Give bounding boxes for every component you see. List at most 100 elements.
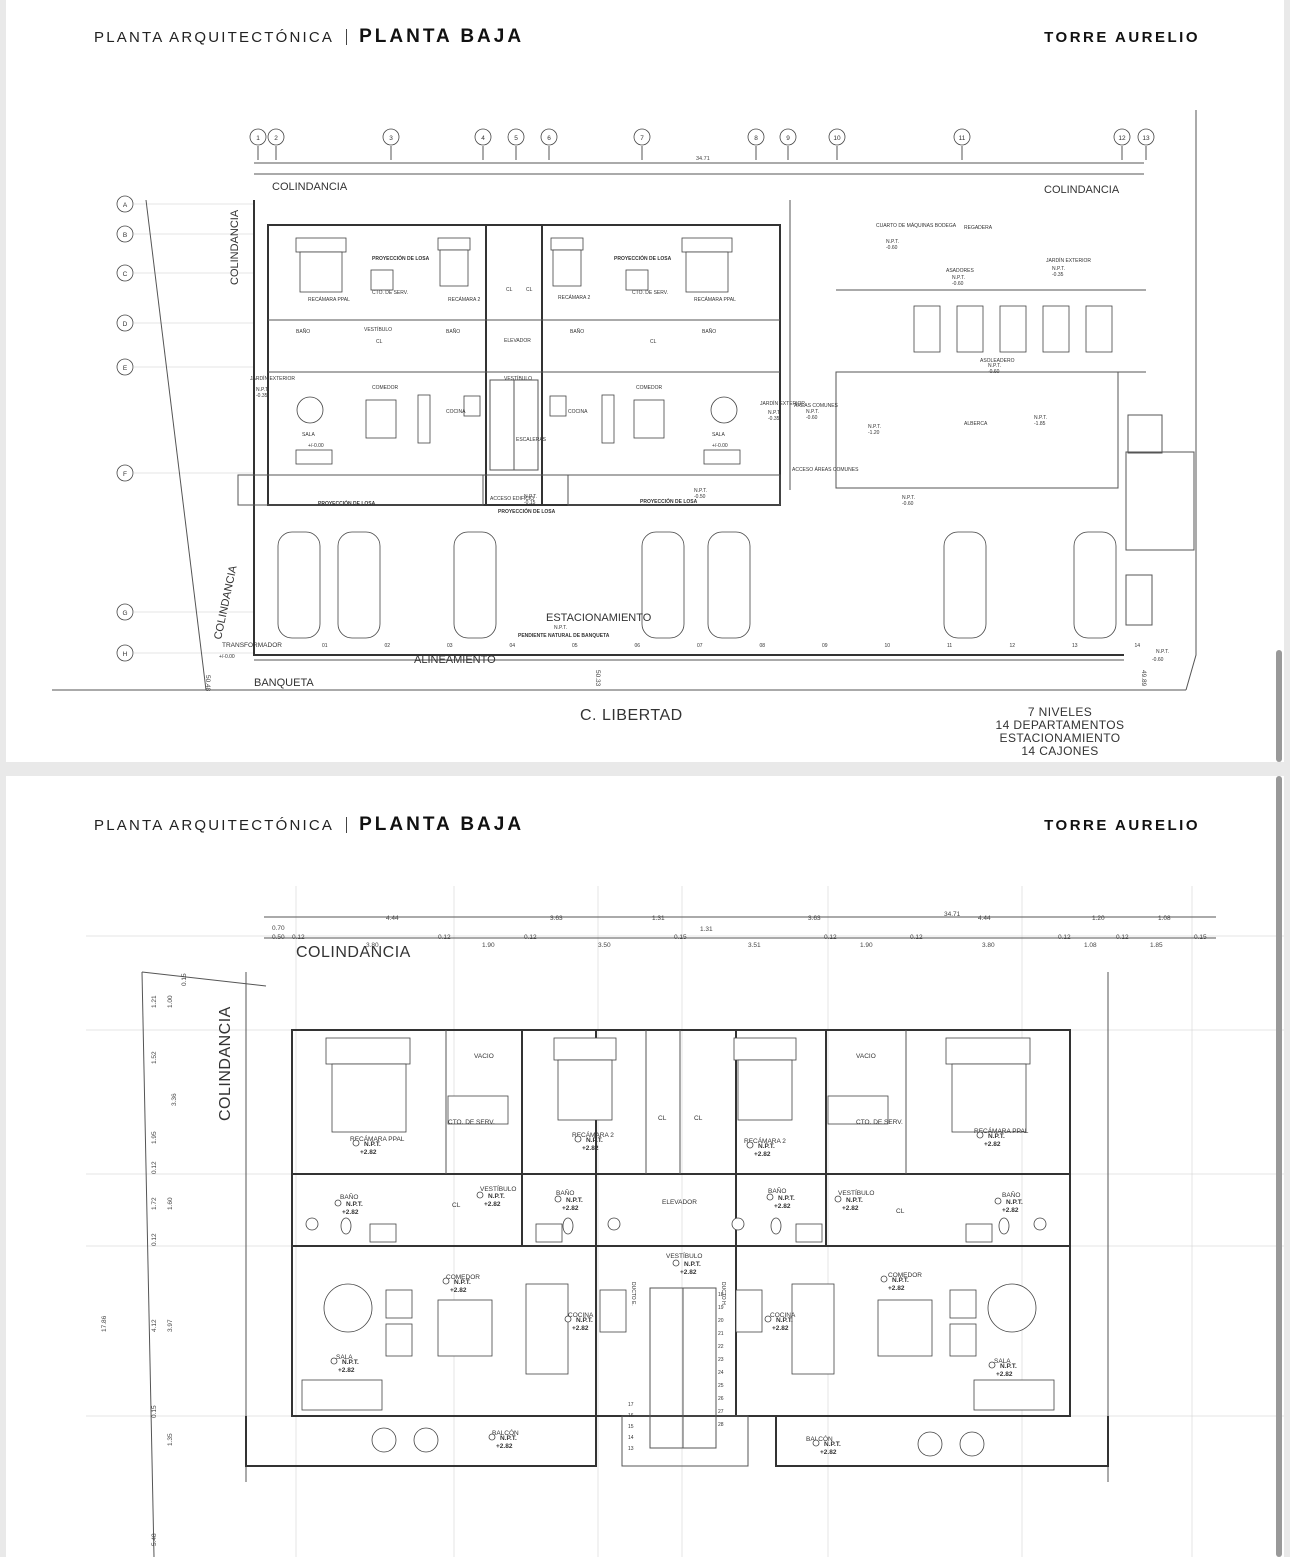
room-balcon-left: BALCÓN — [492, 1428, 519, 1437]
dim-top: 1.08 — [1158, 915, 1171, 922]
npt-jardin-left: N.P.T. — [256, 387, 269, 393]
room-regadera: REGADERA — [964, 225, 993, 231]
summary-spaces: 14 CAJONES — [1021, 744, 1098, 758]
npt-label: N.P.T. — [342, 1359, 359, 1366]
dim-left: 17.86 — [101, 1315, 108, 1332]
room-elevador: ELEVADOR — [504, 338, 531, 344]
parking-number: 11 — [947, 643, 952, 649]
label-colindancia-top-left: COLINDANCIA — [272, 181, 348, 193]
axis-row-label: D — [123, 321, 128, 328]
room-proyeccion-losa-right: PROYECCIÓN DE LOSA — [614, 254, 672, 262]
parking-number: 08 — [760, 643, 766, 649]
room-cocina-right: COCINA — [770, 1312, 796, 1319]
room-bano-1: BAÑO — [340, 1192, 358, 1201]
npt-symbol — [994, 1197, 1002, 1205]
stair-step: 15 — [628, 1424, 634, 1430]
level-jardin-left: -0.35 — [256, 393, 268, 399]
level-value: +2.82 — [996, 1371, 1013, 1378]
dim-sub: 0.12 — [292, 934, 305, 941]
axis-col-5: 5 — [507, 128, 525, 160]
room-vestibulo-left: VESTÍBULO — [480, 1184, 516, 1193]
label-colindancia-lower-left: COLINDANCIA — [212, 564, 240, 641]
room-sala-right: SALA — [712, 432, 725, 438]
level-value: +2.82 — [820, 1449, 837, 1456]
plan-sheet-detail: PLANTA ARQUITECTÓNICA PLANTA BAJA TORRE … — [6, 776, 1284, 1557]
parking-number: 14 — [1135, 643, 1141, 649]
npt-jardin-right: N.P.T. — [768, 410, 781, 416]
level-transformador: +/-0.00 — [219, 654, 235, 660]
label-proyeccion-losa-center: PROYECCIÓN DE LOSA — [498, 507, 556, 515]
summary-parking: ESTACIONAMIENTO — [1000, 731, 1121, 745]
dim-left: 1.60 — [167, 1197, 174, 1210]
room-cl-2: CL — [694, 1115, 703, 1122]
axis-row-label: A — [123, 202, 128, 209]
npt-areas: N.P.T. — [806, 409, 819, 415]
level-value: +2.82 — [888, 1285, 905, 1292]
room-bano-2: BAÑO — [446, 328, 460, 335]
dim-sub: 0.12 — [824, 934, 837, 941]
npt-lower-right: N.P.T. — [694, 488, 707, 494]
axis-col-label: 5 — [514, 135, 518, 142]
dim-top: 4.44 — [978, 915, 991, 922]
dim-sub: 1.08 — [1084, 942, 1097, 949]
parking-number: 04 — [510, 643, 516, 649]
room-cocina-left: COCINA — [568, 1312, 594, 1319]
axis-row-label: C — [123, 271, 128, 278]
npt-street-right: N.P.T. — [1156, 649, 1169, 655]
sheet-header: PLANTA ARQUITECTÓNICA PLANTA BAJA TORRE … — [94, 24, 1200, 50]
room-recamara-2-left: RECÁMARA 2 — [572, 1130, 614, 1139]
room-cocina-right: COCINA — [568, 409, 588, 415]
level-sala-right: +/-0.00 — [712, 443, 728, 449]
dim-sub: 0.12 — [438, 934, 451, 941]
room-sala-left: SALA — [302, 432, 315, 438]
stair-step: 18 — [718, 1292, 724, 1298]
dim-top: 1.20 — [1092, 915, 1105, 922]
project-name-2: TORRE AURELIO — [1044, 816, 1200, 834]
axis-col-8: 8 — [747, 128, 765, 160]
room-cl-right: CL — [650, 339, 657, 345]
room-bano-3: BAÑO — [570, 328, 584, 335]
dim-left: 1.72 — [151, 1197, 158, 1210]
npt-acceso: N.P.T. — [524, 494, 537, 500]
axis-col-3: 3 — [382, 128, 400, 160]
dim-left: 1.95 — [151, 1131, 158, 1144]
central-stairs — [649, 1287, 717, 1449]
level-pool-deck: -0.60 — [902, 501, 914, 507]
room-vacio-left: VACIO — [474, 1053, 494, 1060]
room-alberca: ALBERCA — [964, 421, 988, 427]
scrollbar-thumb-2[interactable] — [1276, 776, 1282, 1557]
room-recamara-2-left: RECÁMARA 2 — [448, 296, 480, 303]
npt-label: N.P.T. — [1000, 1363, 1017, 1370]
scrollbar-thumb[interactable] — [1276, 650, 1282, 762]
room-comedor-left: COMEDOR — [372, 385, 399, 391]
dim-sub: 0.15 — [674, 934, 687, 941]
room-comedor-left: COMEDOR — [446, 1274, 480, 1281]
axis-col-label: 7 — [640, 135, 644, 142]
unit-right — [549, 237, 741, 465]
stair-step: 24 — [718, 1370, 724, 1376]
dim-sub: 3.80 — [366, 942, 379, 949]
label-banqueta: BANQUETA — [254, 677, 314, 689]
car-3 — [453, 531, 497, 639]
total-width-dim: 34.71 — [696, 156, 710, 162]
axis-row-label: G — [122, 610, 127, 617]
npt-symbol — [564, 1315, 572, 1323]
npt-label: N.P.T. — [586, 1137, 603, 1144]
level-value: +2.82 — [842, 1205, 859, 1212]
level-areas: -0.60 — [806, 415, 818, 421]
room-jardin-left: JARDÍN EXTERIOR — [250, 375, 295, 382]
parking-number: 02 — [385, 643, 391, 649]
dim-top: 3.63 — [808, 915, 821, 922]
lounger-4 — [1042, 305, 1070, 353]
stair-step: 26 — [718, 1396, 724, 1402]
dim-sub: 3.80 — [982, 942, 995, 949]
car-1 — [277, 531, 321, 639]
npt-symbol — [834, 1195, 842, 1203]
room-bano-2: BAÑO — [556, 1188, 574, 1197]
axis-col-label: 12 — [1118, 135, 1126, 142]
stair-step: 16 — [628, 1413, 634, 1419]
